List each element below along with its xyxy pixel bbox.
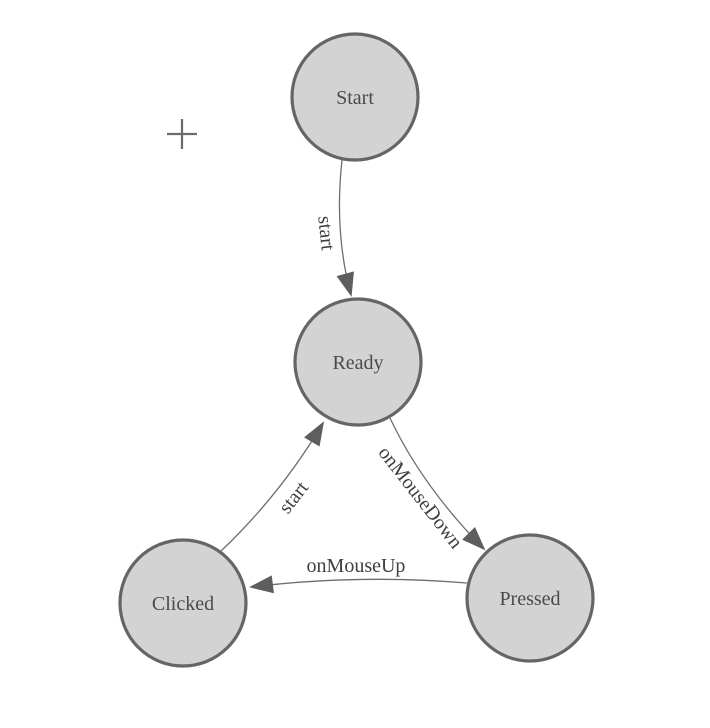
state-circle[interactable] [293, 297, 423, 427]
transition-label: start [313, 215, 339, 252]
state-circle[interactable] [290, 32, 420, 162]
state-node-clicked[interactable]: Clicked [118, 538, 248, 668]
transition-path[interactable] [220, 421, 325, 552]
transition-edge-ready-pressed[interactable]: onMouseDown [374, 417, 486, 553]
transition-edge-pressed-clicked[interactable]: onMouseUp [249, 555, 468, 594]
state-node-start[interactable]: Start [290, 32, 420, 162]
transition-edge-start-ready[interactable]: start [313, 159, 354, 297]
transition-edge-clicked-ready[interactable]: start [220, 421, 325, 552]
transition-label: start [275, 477, 314, 518]
state-label: Ready [332, 352, 383, 374]
transition-path[interactable] [336, 159, 354, 297]
state-label: Clicked [152, 593, 214, 615]
state-node-ready[interactable]: Ready [293, 297, 423, 427]
transition-label: onMouseDown [374, 442, 467, 553]
plus-crosshair-icon [167, 119, 197, 149]
transition-label: onMouseUp [307, 555, 406, 577]
state-circle[interactable] [118, 538, 248, 668]
state-label: Pressed [499, 588, 560, 610]
state-circle[interactable] [465, 533, 595, 663]
transition-path[interactable] [249, 575, 468, 594]
state-label: Start [336, 87, 374, 109]
state-node-pressed[interactable]: Pressed [465, 533, 595, 663]
transition-path[interactable] [389, 417, 486, 551]
